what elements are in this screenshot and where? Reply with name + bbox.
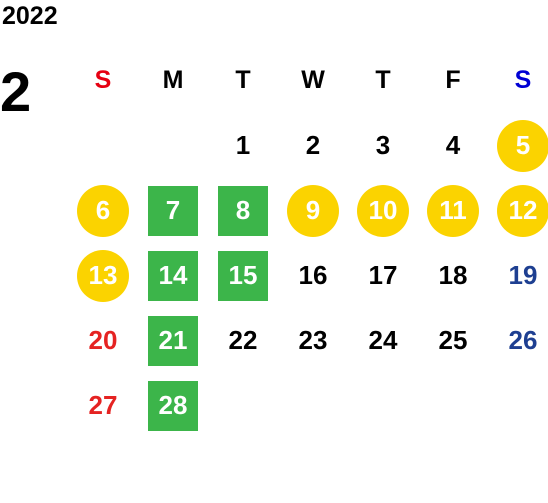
date-20[interactable]: 20: [88, 325, 118, 355]
weekday-friday: F: [445, 66, 461, 94]
date-21[interactable]: 21: [148, 315, 198, 366]
day-cell: 14: [138, 243, 208, 308]
day-cell: 19: [488, 243, 548, 308]
day-cell: 22: [208, 308, 278, 373]
date-17[interactable]: 17: [368, 260, 398, 290]
year-label: 2022: [2, 2, 58, 30]
day-cell: [138, 113, 208, 178]
date-22[interactable]: 22: [228, 325, 258, 355]
day-cell: 5: [488, 113, 548, 178]
date-8[interactable]: 8: [218, 185, 268, 236]
month-number: 2: [0, 60, 32, 123]
date-26[interactable]: 26: [508, 325, 538, 355]
day-cell: 6: [68, 178, 138, 243]
day-cell: 24: [348, 308, 418, 373]
day-cell: 12: [488, 178, 548, 243]
day-cell: 16: [278, 243, 348, 308]
date-16[interactable]: 16: [298, 260, 328, 290]
day-cell: [418, 373, 488, 438]
date-24[interactable]: 24: [368, 325, 398, 355]
date-27[interactable]: 27: [88, 390, 118, 420]
date-4[interactable]: 4: [445, 130, 461, 160]
date-3[interactable]: 3: [375, 130, 391, 160]
day-cell: 25: [418, 308, 488, 373]
day-cell: 9: [278, 178, 348, 243]
date-11[interactable]: 11: [427, 184, 479, 237]
date-10[interactable]: 10: [357, 184, 409, 237]
day-cell: 1: [208, 113, 278, 178]
date-18[interactable]: 18: [438, 260, 468, 290]
date-2[interactable]: 2: [305, 130, 321, 160]
date-1[interactable]: 1: [235, 130, 251, 160]
date-28[interactable]: 28: [148, 380, 198, 431]
date-6[interactable]: 6: [77, 184, 129, 237]
day-cell: 13: [68, 243, 138, 308]
week-row: 1 2 3 4 5: [68, 113, 548, 178]
day-cell: 27: [68, 373, 138, 438]
day-cell: 26: [488, 308, 548, 373]
date-23[interactable]: 23: [298, 325, 328, 355]
day-cell: [488, 373, 548, 438]
weekday-sunday: S: [94, 66, 112, 94]
weekday-monday: M: [162, 66, 184, 94]
day-cell: [348, 373, 418, 438]
weekday-header-row: S M T W T F S: [68, 48, 548, 113]
date-25[interactable]: 25: [438, 325, 468, 355]
day-cell: 23: [278, 308, 348, 373]
date-9[interactable]: 9: [287, 184, 339, 237]
week-row: 13 14 15 16 17 18 19: [68, 243, 548, 308]
date-5[interactable]: 5: [497, 119, 548, 172]
day-cell: 8: [208, 178, 278, 243]
date-19[interactable]: 19: [508, 260, 538, 290]
day-cell: [278, 373, 348, 438]
weekday-saturday: S: [514, 66, 532, 94]
day-cell: 17: [348, 243, 418, 308]
day-cell: 3: [348, 113, 418, 178]
day-cell: 18: [418, 243, 488, 308]
day-cell: [208, 373, 278, 438]
day-cell: 15: [208, 243, 278, 308]
day-cell: 11: [418, 178, 488, 243]
weekday-tuesday: T: [235, 66, 251, 94]
day-cell: 7: [138, 178, 208, 243]
day-cell: 21: [138, 308, 208, 373]
date-14[interactable]: 14: [148, 250, 198, 301]
week-row: 20 21 22 23 24 25 26: [68, 308, 548, 373]
week-row: 27 28: [68, 373, 548, 438]
date-12[interactable]: 12: [497, 184, 548, 237]
day-cell: 4: [418, 113, 488, 178]
weekday-wednesday: W: [301, 66, 325, 94]
day-cell: 10: [348, 178, 418, 243]
day-cell: 20: [68, 308, 138, 373]
day-cell: 2: [278, 113, 348, 178]
date-13[interactable]: 13: [77, 249, 129, 302]
day-cell: 28: [138, 373, 208, 438]
date-15[interactable]: 15: [218, 250, 268, 301]
date-7[interactable]: 7: [148, 185, 198, 236]
weekday-thursday: T: [375, 66, 391, 94]
day-cell: [68, 113, 138, 178]
